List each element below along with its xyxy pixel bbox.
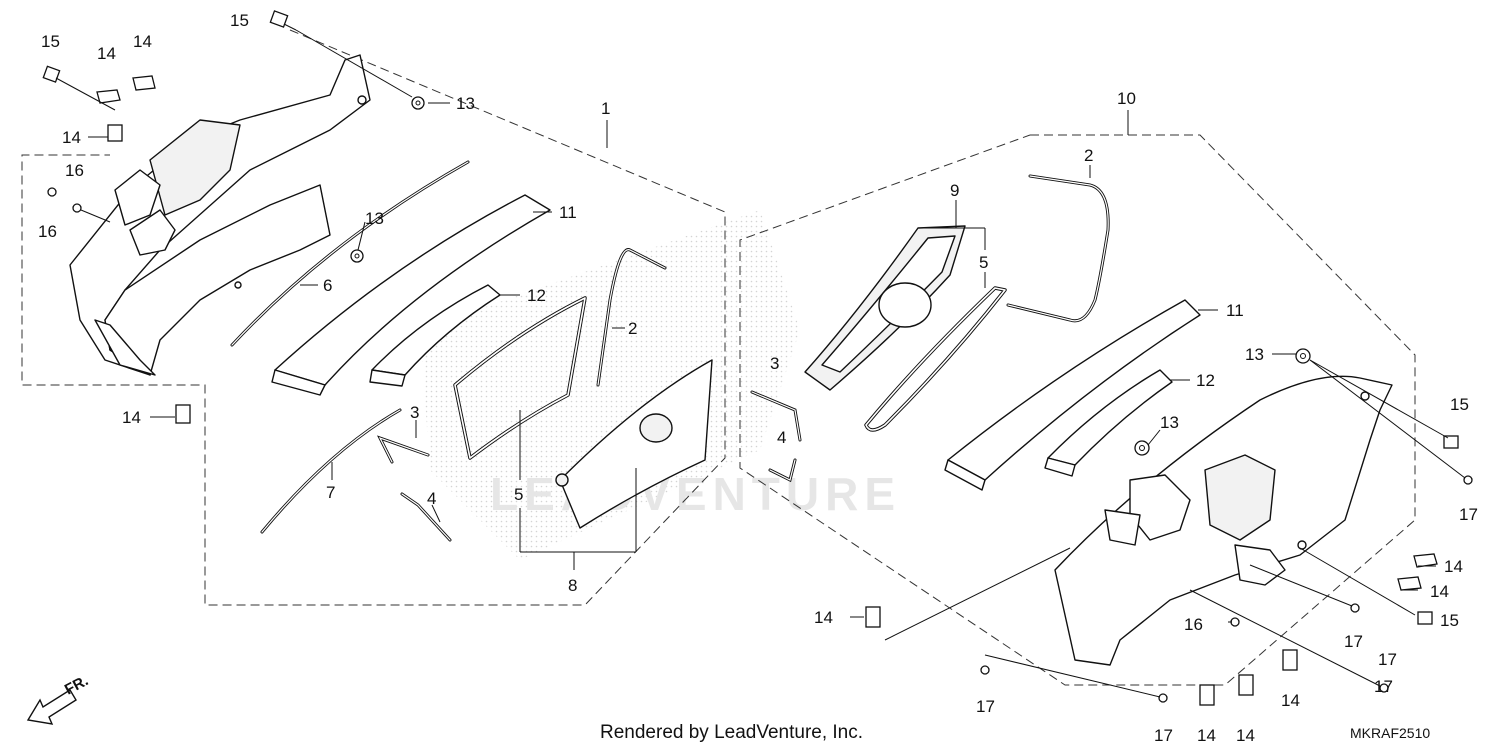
callout-14-right-d: 14 bbox=[1197, 726, 1216, 745]
clip-4-left bbox=[400, 492, 452, 542]
callout-5-right: 5 bbox=[979, 253, 988, 272]
clip-nut-14-right-b bbox=[1413, 553, 1438, 568]
bolt-15-left bbox=[42, 65, 61, 83]
bolt-15-top bbox=[269, 10, 297, 31]
callout-14-a: 14 bbox=[97, 44, 116, 63]
callout-16-a: 16 bbox=[65, 161, 84, 180]
callout-16-right: 16 bbox=[1184, 615, 1203, 634]
callout-14-right-e: 14 bbox=[1236, 726, 1255, 745]
screw-17-d bbox=[980, 665, 990, 675]
air-cleaner-case-right bbox=[1054, 375, 1393, 666]
footer-credit: Rendered by LeadVenture, Inc. bbox=[600, 722, 863, 743]
callout-14-right-f: 14 bbox=[1281, 691, 1300, 710]
callout-2-right: 2 bbox=[1084, 146, 1093, 165]
wire-2-right bbox=[1006, 174, 1110, 323]
grommet-13-top bbox=[411, 96, 425, 110]
callout-10: 10 bbox=[1117, 89, 1136, 108]
screw-17-e bbox=[1158, 693, 1168, 703]
clip-nut-14-right-e bbox=[1238, 674, 1254, 696]
left-leaders bbox=[55, 29, 637, 570]
callout-11-left: 11 bbox=[559, 203, 577, 222]
clip-nut-14-d bbox=[175, 404, 191, 424]
foam-11-left bbox=[274, 194, 551, 386]
left-callouts: 1 2 3 4 5 6 7 8 11 12 13 13 14 14 14 14 … bbox=[38, 11, 637, 595]
callout-14-right-b: 14 bbox=[1444, 557, 1463, 576]
callout-14-d: 14 bbox=[122, 408, 141, 427]
grommet-13-mid bbox=[350, 249, 364, 263]
callout-13-right-a: 13 bbox=[1245, 345, 1264, 364]
air-cleaner-case-left bbox=[69, 54, 371, 376]
callout-12-left: 12 bbox=[527, 286, 546, 305]
callout-14-c: 14 bbox=[62, 128, 81, 147]
watermark-text: LEADVENTURE bbox=[490, 468, 901, 520]
callout-4-left: 4 bbox=[427, 489, 436, 508]
callout-14-right-c: 14 bbox=[1430, 582, 1449, 601]
callout-17-c: 17 bbox=[1378, 650, 1397, 669]
callout-8: 8 bbox=[568, 576, 577, 595]
screw-17-c bbox=[1379, 683, 1389, 693]
callout-3-left: 3 bbox=[410, 403, 419, 422]
bolt-15-right-b bbox=[1417, 611, 1433, 625]
callout-16-b: 16 bbox=[38, 222, 57, 241]
callout-14-right-a: 14 bbox=[814, 608, 833, 627]
callout-17-f: 17 bbox=[1374, 677, 1393, 696]
callout-4-right: 4 bbox=[777, 428, 786, 447]
callout-6: 6 bbox=[323, 276, 332, 295]
clip-3-left bbox=[376, 435, 430, 464]
right-assembly: 10 2 9 5 3 4 11 12 13 13 15 15 17 17 17 … bbox=[739, 89, 1478, 745]
callout-17-a: 17 bbox=[1459, 505, 1478, 524]
callout-5-left: 5 bbox=[514, 485, 523, 504]
cover-plate-8-left bbox=[559, 359, 713, 529]
clip-nut-14-right-c bbox=[1397, 576, 1422, 591]
foam-12-left bbox=[371, 284, 501, 376]
diagram-code: MKRAF2510 bbox=[1350, 725, 1430, 741]
right-leaders bbox=[850, 110, 1466, 698]
callout-2-left: 2 bbox=[628, 319, 637, 338]
grommet-13-right-b bbox=[1134, 440, 1150, 456]
bolt-15-right-a bbox=[1443, 435, 1459, 449]
right-callouts: 10 2 9 5 3 4 11 12 13 13 15 15 17 17 17 … bbox=[770, 89, 1478, 745]
grommet-13-right-a bbox=[1295, 348, 1311, 364]
callout-13-top: 13 bbox=[456, 94, 475, 113]
callout-13-right-b: 13 bbox=[1160, 413, 1179, 432]
watermark: LEADVENTURE bbox=[420, 210, 901, 560]
callout-3-right: 3 bbox=[770, 354, 779, 373]
callout-11-right: 11 bbox=[1226, 301, 1244, 320]
clip-nut-14-c bbox=[107, 124, 123, 142]
front-direction-indicator: FR. bbox=[26, 672, 91, 725]
right-group-outline bbox=[739, 134, 1416, 686]
foam-12-right bbox=[1047, 369, 1173, 466]
callout-15-top: 15 bbox=[230, 11, 249, 30]
screw-16-a bbox=[47, 187, 57, 197]
callout-15-left: 15 bbox=[41, 32, 60, 51]
foam-11-right bbox=[947, 299, 1201, 481]
clip-nut-14-right-d bbox=[1199, 684, 1215, 706]
callout-1: 1 bbox=[601, 99, 610, 118]
callout-15-right-a: 15 bbox=[1450, 395, 1469, 414]
clip-nut-14-right-f bbox=[1282, 649, 1298, 671]
callout-7: 7 bbox=[326, 483, 335, 502]
callout-15-right-b: 15 bbox=[1440, 611, 1459, 630]
callout-17-e: 17 bbox=[1154, 726, 1173, 745]
callout-17-d: 17 bbox=[976, 697, 995, 716]
callout-12-right: 12 bbox=[1196, 371, 1215, 390]
clip-nut-14-b bbox=[132, 75, 156, 91]
front-arrow-icon bbox=[26, 689, 77, 725]
clip-nut-14-right-a bbox=[865, 606, 881, 628]
callout-17-b: 17 bbox=[1344, 632, 1363, 651]
left-group-outline bbox=[21, 29, 726, 606]
screw-17-a bbox=[1463, 475, 1473, 485]
wire-7 bbox=[260, 408, 402, 534]
screw-16-right bbox=[1230, 617, 1240, 627]
left-assembly: 1 2 3 4 5 6 7 8 11 12 13 13 14 14 14 14 … bbox=[21, 10, 726, 606]
callout-14-b: 14 bbox=[133, 32, 152, 51]
callout-9: 9 bbox=[950, 181, 959, 200]
callout-13-mid: 13 bbox=[365, 209, 384, 228]
screw-17-b bbox=[1350, 603, 1360, 613]
clip-nut-14-a bbox=[96, 89, 121, 104]
screw-16-b bbox=[72, 203, 111, 223]
